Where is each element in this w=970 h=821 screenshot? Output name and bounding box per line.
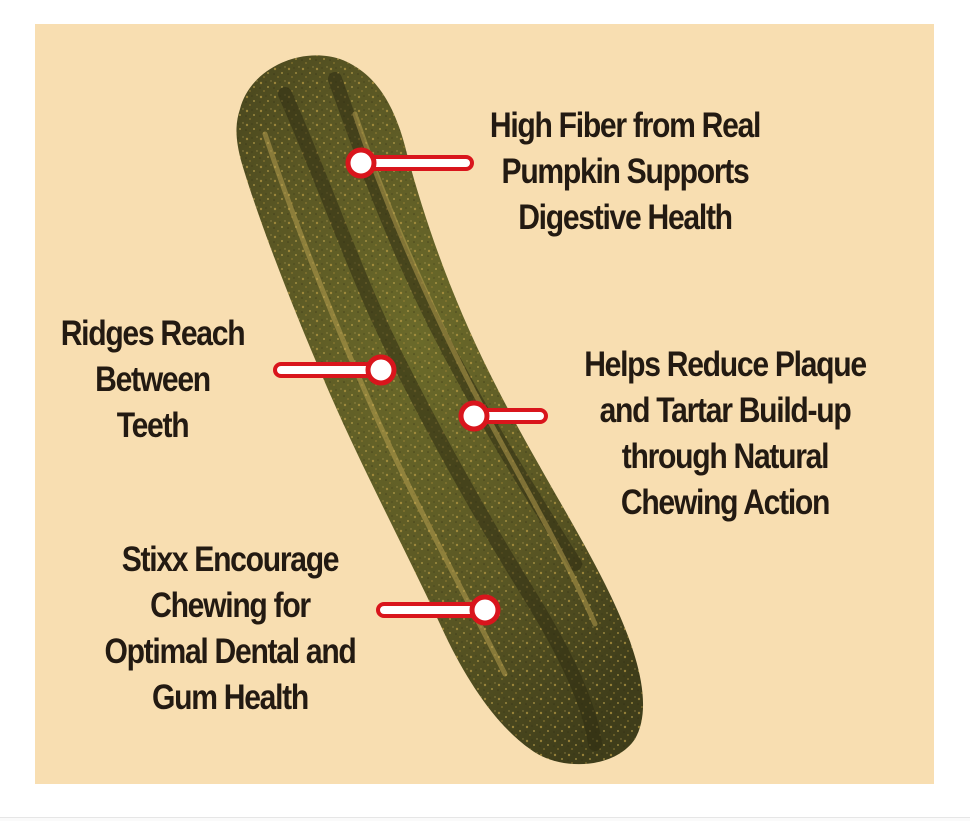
callout-plaque-line: and Tartar Build-up: [599, 391, 852, 430]
callout-stixx-line: Stixx Encourage: [121, 540, 340, 579]
pointer-fiber: [345, 147, 474, 179]
callout-stixx-line: Chewing for: [150, 586, 311, 625]
bottom-strip: [0, 818, 970, 821]
callout-fiber-line: High Fiber from Real: [489, 106, 762, 145]
pointer-stixx: [376, 594, 501, 626]
callout-ridges-line: Between: [95, 360, 211, 399]
pointer-ridges: [273, 354, 397, 386]
callout-ridges-line: Teeth: [116, 406, 190, 445]
callout-ridges-line: Ridges Reach: [60, 314, 246, 353]
callout-fiber-line: Pumpkin Supports: [501, 152, 750, 191]
callout-stixx-line: Optimal Dental and: [104, 632, 356, 671]
pointer-plaque: [458, 400, 548, 432]
callout-plaque: Helps Reduce Plaque and Tartar Build-up …: [553, 342, 897, 526]
chew-stick-image: [236, 55, 644, 765]
callout-ridges: Ridges Reach Between Teeth: [51, 311, 253, 449]
callout-stixx: Stixx Encourage Chewing for Optimal Dent…: [75, 537, 385, 721]
callout-stixx-line: Gum Health: [151, 678, 309, 717]
callout-plaque-line: through Natural: [621, 437, 830, 476]
callout-plaque-line: Chewing Action: [620, 483, 831, 522]
callout-fiber: High Fiber from Real Pumpkin Supports Di…: [462, 103, 789, 241]
product-image-panel: High Fiber from Real Pumpkin Supports Di…: [35, 24, 934, 784]
divider: [0, 817, 970, 818]
callout-plaque-line: Helps Reduce Plaque: [584, 345, 867, 384]
callout-fiber-line: Digestive Health: [518, 198, 733, 237]
